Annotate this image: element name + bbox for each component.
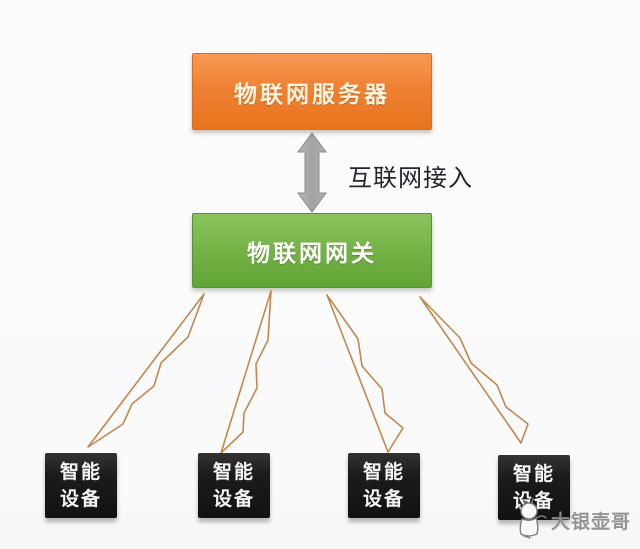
iot-gateway-node: 物联网网关	[192, 213, 432, 288]
wireless-connector-1	[87, 293, 205, 448]
iot-server-node: 物联网服务器	[192, 53, 432, 130]
smart-device-label-line1: 智能	[212, 461, 255, 483]
wireless-connector-4	[419, 296, 529, 444]
smart-device-label-line2: 设备	[212, 488, 255, 510]
smart-device-label-line2: 设备	[59, 488, 102, 510]
smart-device-label-line1: 智能	[59, 461, 102, 483]
smart-device-label-line1: 智能	[512, 463, 555, 485]
internet-access-label: 互联网接入	[348, 165, 473, 192]
smart-device-label-line2: 设备	[362, 488, 405, 510]
mascot-icon	[519, 498, 547, 539]
iot-server-label: 物联网服务器	[234, 80, 390, 107]
smart-device-node-2: 智能 设备	[198, 453, 270, 518]
wireless-connector-2	[220, 290, 272, 454]
internet-link-arrow-icon	[297, 132, 327, 213]
smart-device-node-3: 智能 设备	[348, 453, 420, 518]
smart-device-node-1: 智能 设备	[45, 453, 117, 518]
watermark-text: 大银壶哥	[551, 512, 632, 533]
watermark: 大银壶哥	[512, 498, 630, 542]
iot-gateway-label: 物联网网关	[247, 239, 377, 266]
smart-device-label-line1: 智能	[362, 461, 405, 483]
wireless-connector-3	[326, 294, 404, 453]
